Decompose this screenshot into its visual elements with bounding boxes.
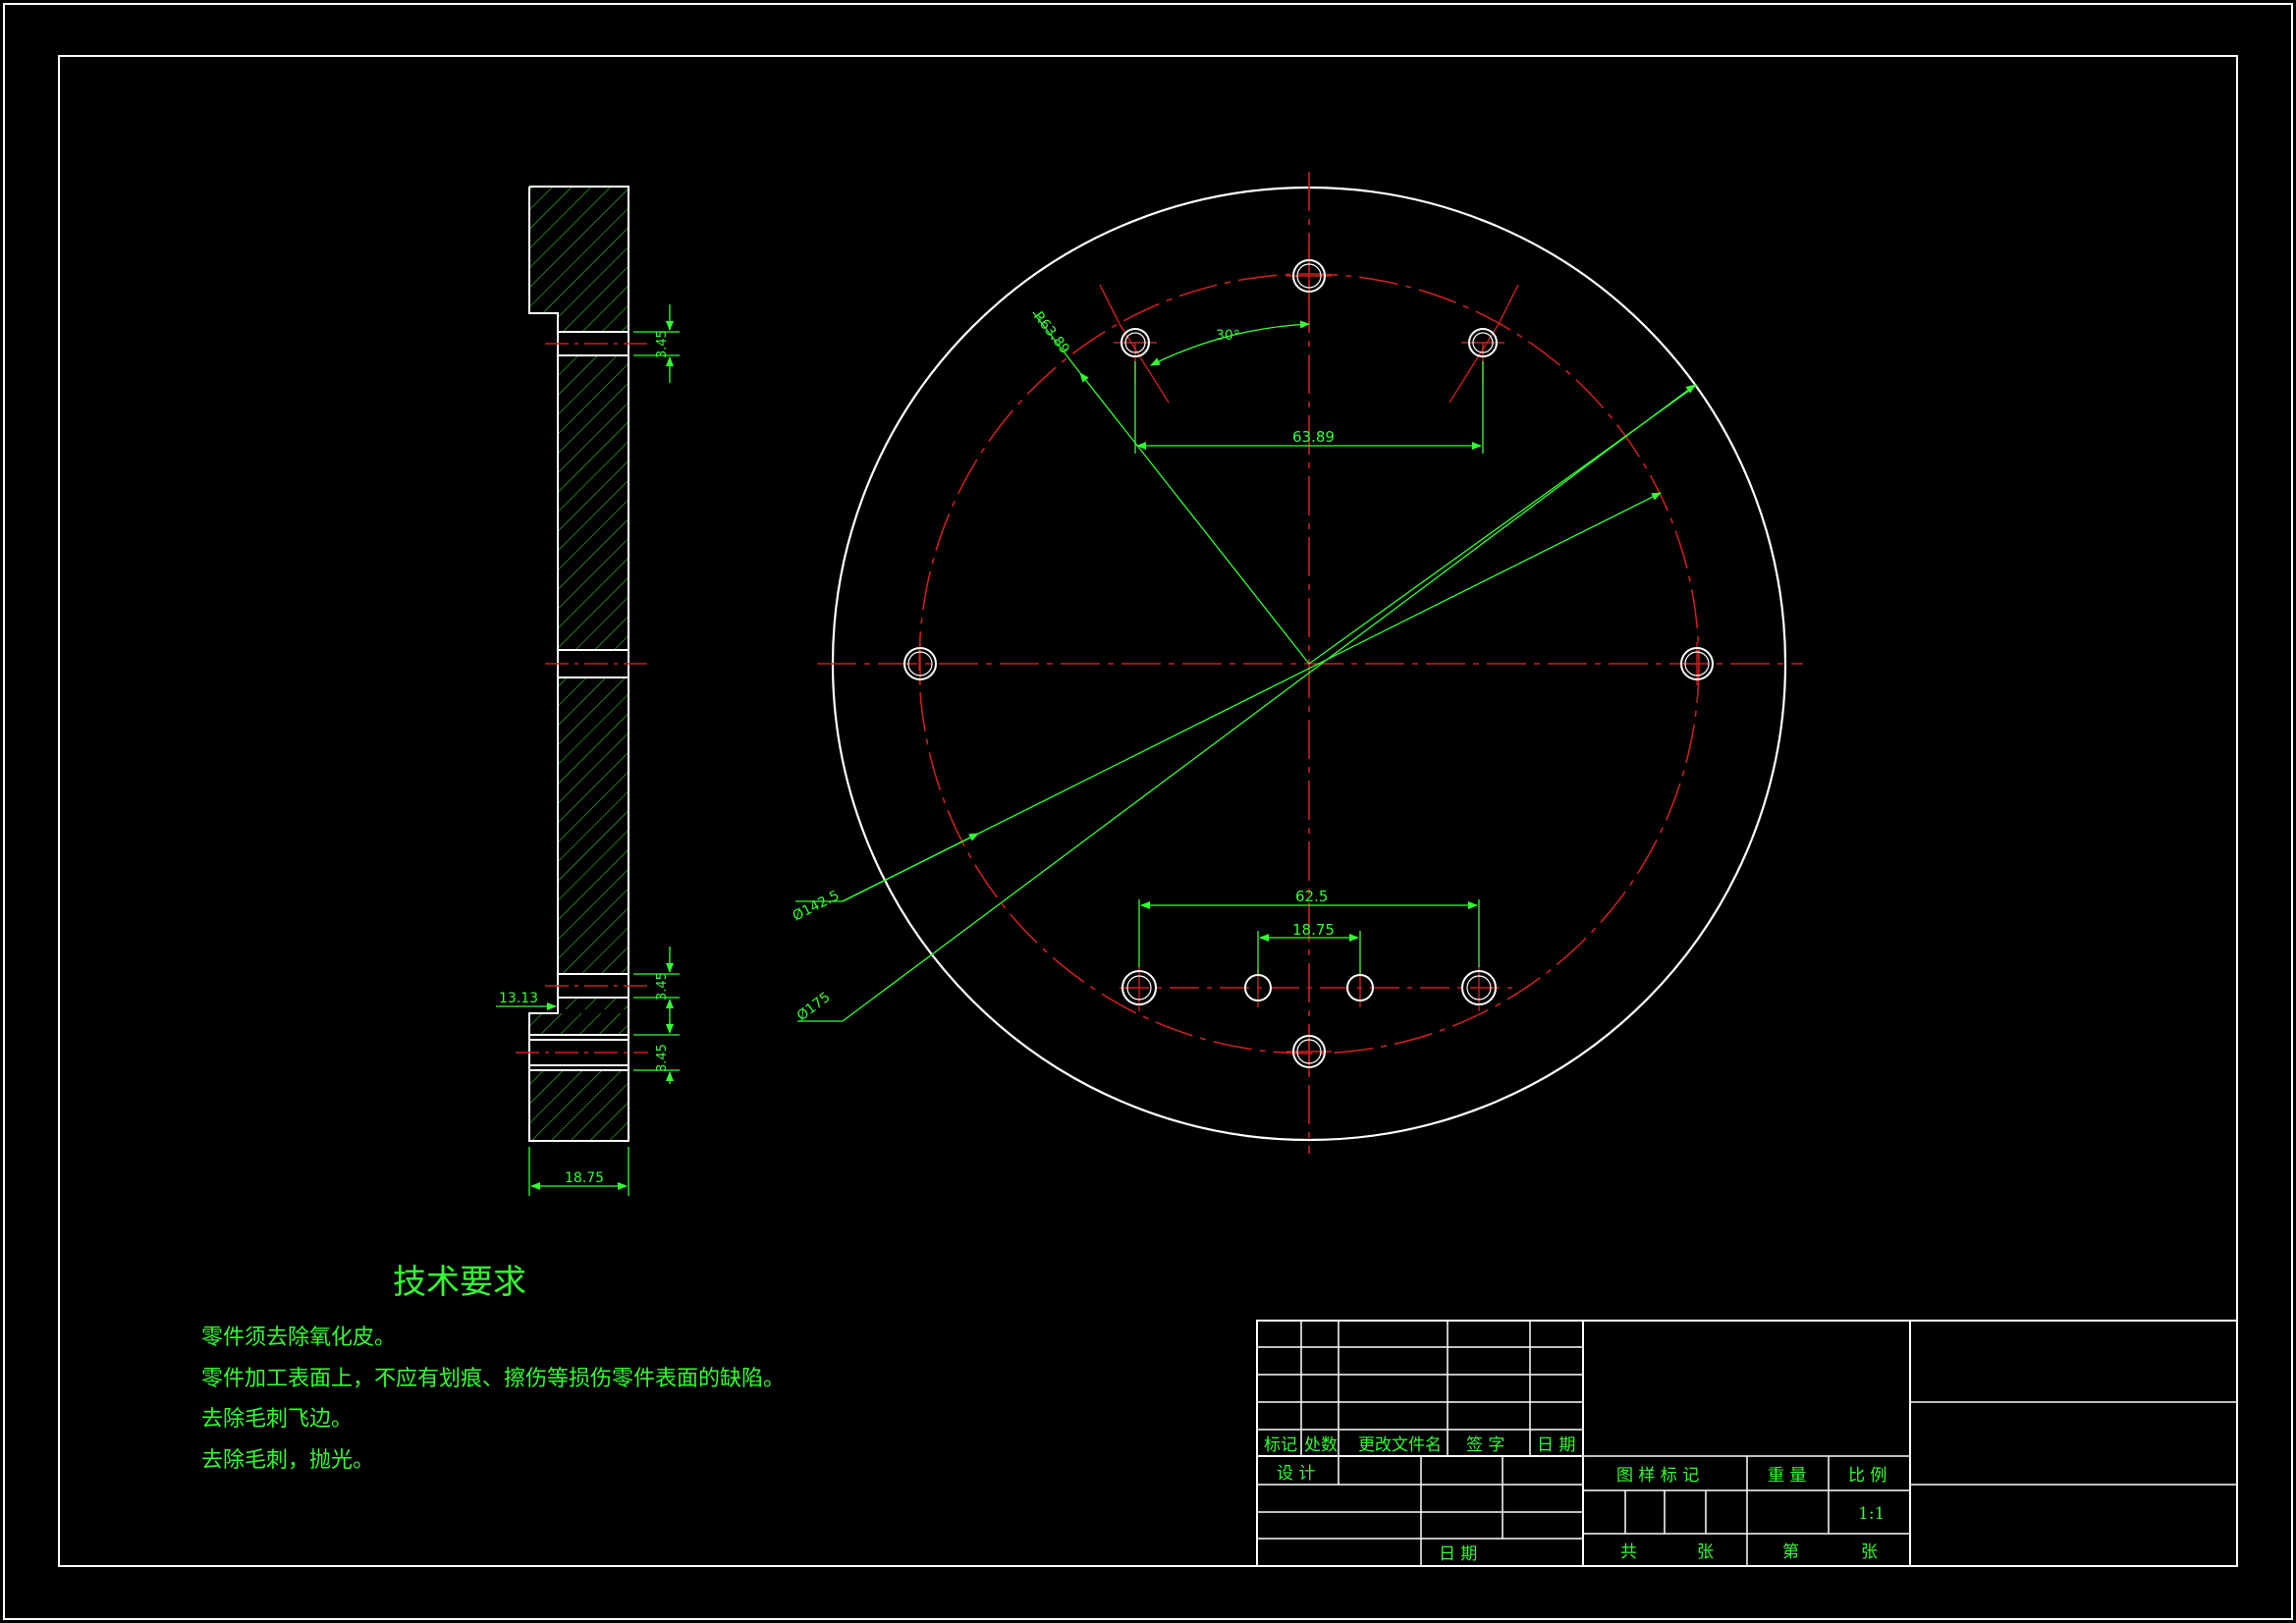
sheet-outer-border — [3, 3, 2293, 1620]
hole-right — [1680, 647, 1714, 680]
dim-angle: 30° — [1216, 328, 1240, 344]
tb-drawing-mark: 图 样 标 记 — [1616, 1466, 1699, 1486]
dim-pitch-diameter: Ø142.5 — [791, 888, 843, 924]
tb-sign: 签 字 — [1466, 1435, 1504, 1455]
hatch-bottom-step — [558, 998, 629, 1009]
tech-req-item-4: 去除毛刺，抛光。 — [201, 1448, 374, 1473]
tb-scale-value: 1:1 — [1858, 1504, 1885, 1524]
tb-change-doc: 更改文件名 — [1358, 1435, 1442, 1455]
dim-side-step: 13.13 — [499, 991, 538, 1006]
hatch-mid-1 — [558, 355, 629, 650]
hatch-bottom-lip — [529, 1013, 629, 1035]
hole-bottom-left — [1121, 970, 1157, 1005]
tb-sheet-no: 第 — [1782, 1542, 1799, 1562]
tb-date2: 日 期 — [1439, 1544, 1477, 1564]
dim-outer-diameter: Ø175 — [794, 990, 834, 1024]
side-centerlines — [516, 343, 648, 1054]
tb-total: 共 — [1620, 1542, 1637, 1562]
hole-top-right — [1468, 328, 1498, 357]
hole-top-left — [1121, 328, 1150, 357]
tb-sheets: 张 — [1697, 1542, 1714, 1562]
tech-req-item-1: 零件须去除氧化皮。 — [201, 1325, 396, 1350]
tech-req-item-3: 去除毛刺飞边。 — [201, 1407, 353, 1432]
tech-req-item-2: 零件加工表面上，不应有划痕、擦伤等损伤零件表面的缺陷。 — [201, 1367, 785, 1391]
tb-mark: 标记 — [1264, 1435, 1297, 1455]
side-section-view — [528, 186, 629, 1142]
hole-left — [903, 647, 937, 680]
dim-side-hole-bottom2: 3.45 — [655, 1044, 670, 1072]
hole-bottom-right — [1461, 970, 1497, 1005]
dim-bottom-narrow: 18.75 — [1292, 921, 1335, 939]
bolt-holes — [903, 259, 1714, 1068]
front-view — [795, 172, 1803, 1154]
dim-side-hole-bottom: 3.45 — [655, 972, 670, 1001]
hole-bottom — [1292, 1035, 1326, 1068]
hatch-mid-2 — [558, 677, 629, 974]
tb-count: 处数 — [1304, 1435, 1338, 1455]
dim-bottom-wide: 62.5 — [1295, 888, 1328, 905]
hole-bottom-inner-right — [1346, 974, 1374, 1001]
tb-design: 设 计 — [1277, 1464, 1315, 1484]
hatch-top-step — [558, 313, 629, 332]
hatch-bottom — [529, 1070, 629, 1141]
side-dimensions — [496, 304, 680, 1196]
side-profile-outline — [528, 186, 629, 1142]
front-dimensions — [795, 311, 1698, 1022]
hole-top — [1292, 259, 1326, 293]
hole-bottom-inner-left — [1244, 974, 1272, 1001]
dim-radius: R63.89 — [1030, 309, 1072, 357]
sheet-inner-border — [58, 55, 2238, 1567]
title-block — [1256, 1320, 2238, 1567]
tech-req-title: 技术要求 — [393, 1263, 526, 1302]
tb-weight: 重 量 — [1768, 1466, 1806, 1486]
dim-top-spacing: 63.89 — [1292, 428, 1335, 446]
tb-sheets2: 张 — [1861, 1542, 1878, 1562]
tb-scale: 比 例 — [1848, 1466, 1886, 1486]
hatch-top — [529, 187, 629, 313]
tb-date: 日 期 — [1537, 1435, 1575, 1455]
dim-side-thickness: 18.75 — [565, 1170, 604, 1186]
dim-side-hole-top: 3.45 — [655, 330, 670, 358]
